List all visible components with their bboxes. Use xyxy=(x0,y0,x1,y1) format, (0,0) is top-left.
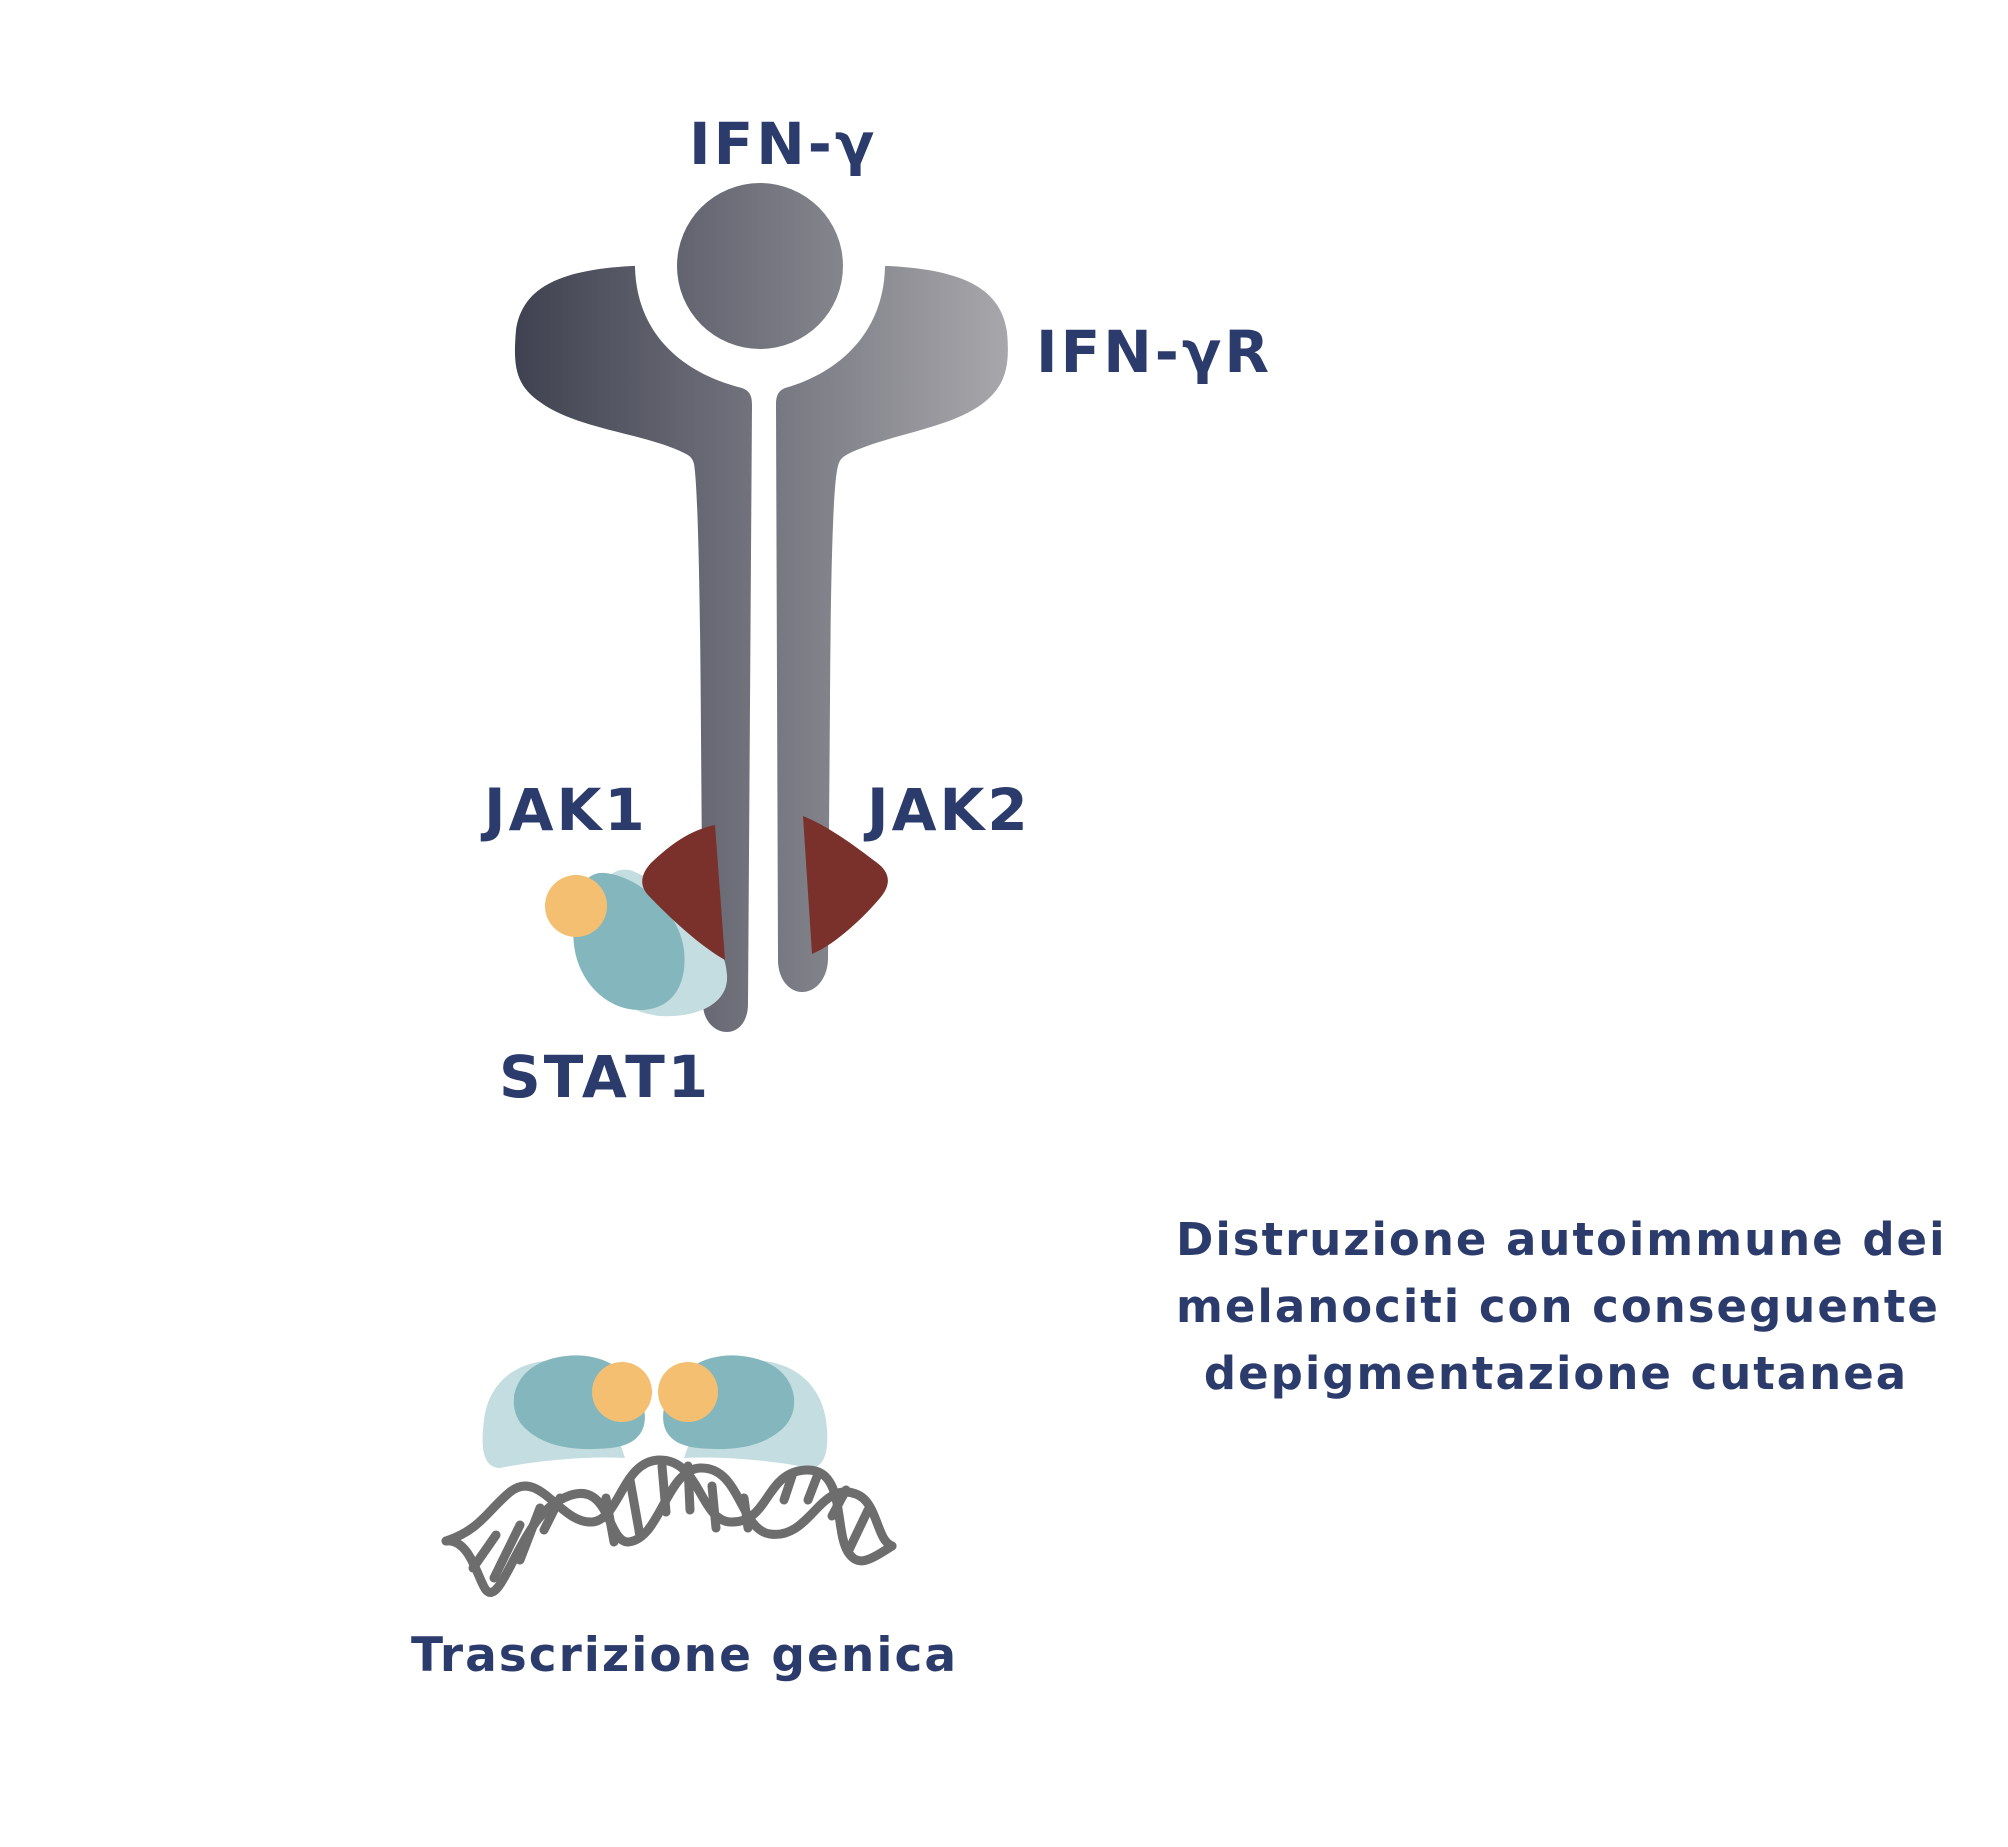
dna-strand-b xyxy=(441,1455,897,1566)
phosphate-group xyxy=(658,1362,718,1422)
dna-strand-a xyxy=(441,1463,897,1597)
outcome-line-1: Distruzione autoimmune dei xyxy=(1176,1213,1947,1266)
jak2-label: JAK2 xyxy=(867,776,1031,844)
phosphate-group xyxy=(592,1362,652,1422)
jak1-label: JAK1 xyxy=(484,776,648,844)
ifn-gamma-receptor-label: IFN-γR xyxy=(1036,318,1272,386)
outcome-line-3: depigmentazione cutanea xyxy=(1203,1347,1909,1400)
transcription-label: Trascrizione genica xyxy=(411,1628,959,1683)
ifn-gamma-ligand xyxy=(677,183,843,349)
phosphate-group xyxy=(545,875,607,937)
ifn-gamma-receptor-left-chain xyxy=(514,266,752,1032)
dna-double-helix xyxy=(441,1455,897,1597)
jak1-kinase xyxy=(642,825,725,960)
stat1-label: STAT1 xyxy=(499,1043,712,1111)
ifn-gamma-receptor-right-chain xyxy=(776,266,1008,992)
outcome-description: Distruzione autoimmune dei melanociti co… xyxy=(1176,1206,1947,1407)
outcome-line-2: melanociti con conseguente xyxy=(1176,1280,1940,1333)
ifn-gamma-label: IFN-γ xyxy=(689,110,878,178)
jak2-kinase xyxy=(803,816,888,954)
